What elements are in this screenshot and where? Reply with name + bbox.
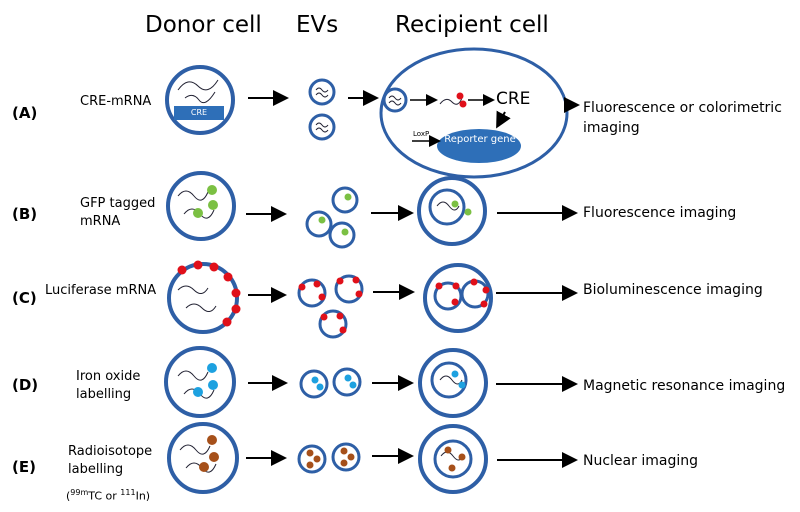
row-d-label: (D) bbox=[12, 376, 39, 394]
row-c-donor-cell bbox=[167, 260, 241, 334]
row-b-recipient-cell bbox=[417, 176, 487, 246]
row-a-label: (A) bbox=[12, 104, 38, 122]
row-b-source: GFP tagged mRNA bbox=[80, 196, 156, 229]
row-c-recipient-cell bbox=[423, 263, 493, 333]
row-e-donor-cell bbox=[167, 422, 239, 494]
row-d-source: Iron oxide labelling bbox=[76, 369, 141, 402]
row-e-evs bbox=[297, 442, 361, 474]
row-c-label: (C) bbox=[12, 289, 37, 307]
reporter-gene-label: Reporter gene bbox=[444, 134, 516, 145]
row-b-donor-cell bbox=[166, 171, 236, 241]
row-d-recipient-cell bbox=[418, 348, 488, 418]
row-d-output: Magnetic resonance imaging bbox=[583, 378, 786, 394]
cre-box: CRE bbox=[174, 106, 224, 120]
row-a-evs bbox=[308, 78, 336, 141]
row-d-evs bbox=[299, 367, 362, 399]
row-e-output: Nuclear imaging bbox=[583, 453, 698, 469]
row-a-output: Fluorescence or colorimetric imaging bbox=[583, 100, 782, 136]
row-b-evs bbox=[305, 186, 359, 249]
row-e-recipient-cell bbox=[418, 424, 488, 494]
row-b-label: (B) bbox=[12, 205, 38, 223]
row-c-source: Luciferase mRNA bbox=[45, 283, 157, 298]
donor-cell-header: Donor cell bbox=[145, 12, 262, 38]
recipient-cell-header: Recipient cell bbox=[395, 12, 549, 38]
reporter-gene-shape bbox=[437, 129, 521, 163]
row-e-source: Radioisotope labelling bbox=[68, 444, 153, 477]
row-a-source: CRE-mRNA bbox=[80, 94, 152, 109]
row-a-donor-cell bbox=[165, 65, 235, 135]
loxp-label: LoxP bbox=[413, 130, 430, 138]
row-e-isotopes: (99mTC or 111In) bbox=[66, 488, 151, 503]
evs-header: EVs bbox=[296, 12, 339, 38]
row-a-recipient-cell bbox=[379, 47, 569, 179]
cre-protein-label: CRE bbox=[496, 89, 531, 109]
row-e-label: (E) bbox=[12, 458, 36, 476]
row-b-output: Fluorescence imaging bbox=[583, 205, 737, 221]
row-d-donor-cell bbox=[164, 346, 236, 418]
row-c-output: Bioluminescence imaging bbox=[583, 282, 763, 298]
row-c-evs bbox=[297, 274, 364, 339]
